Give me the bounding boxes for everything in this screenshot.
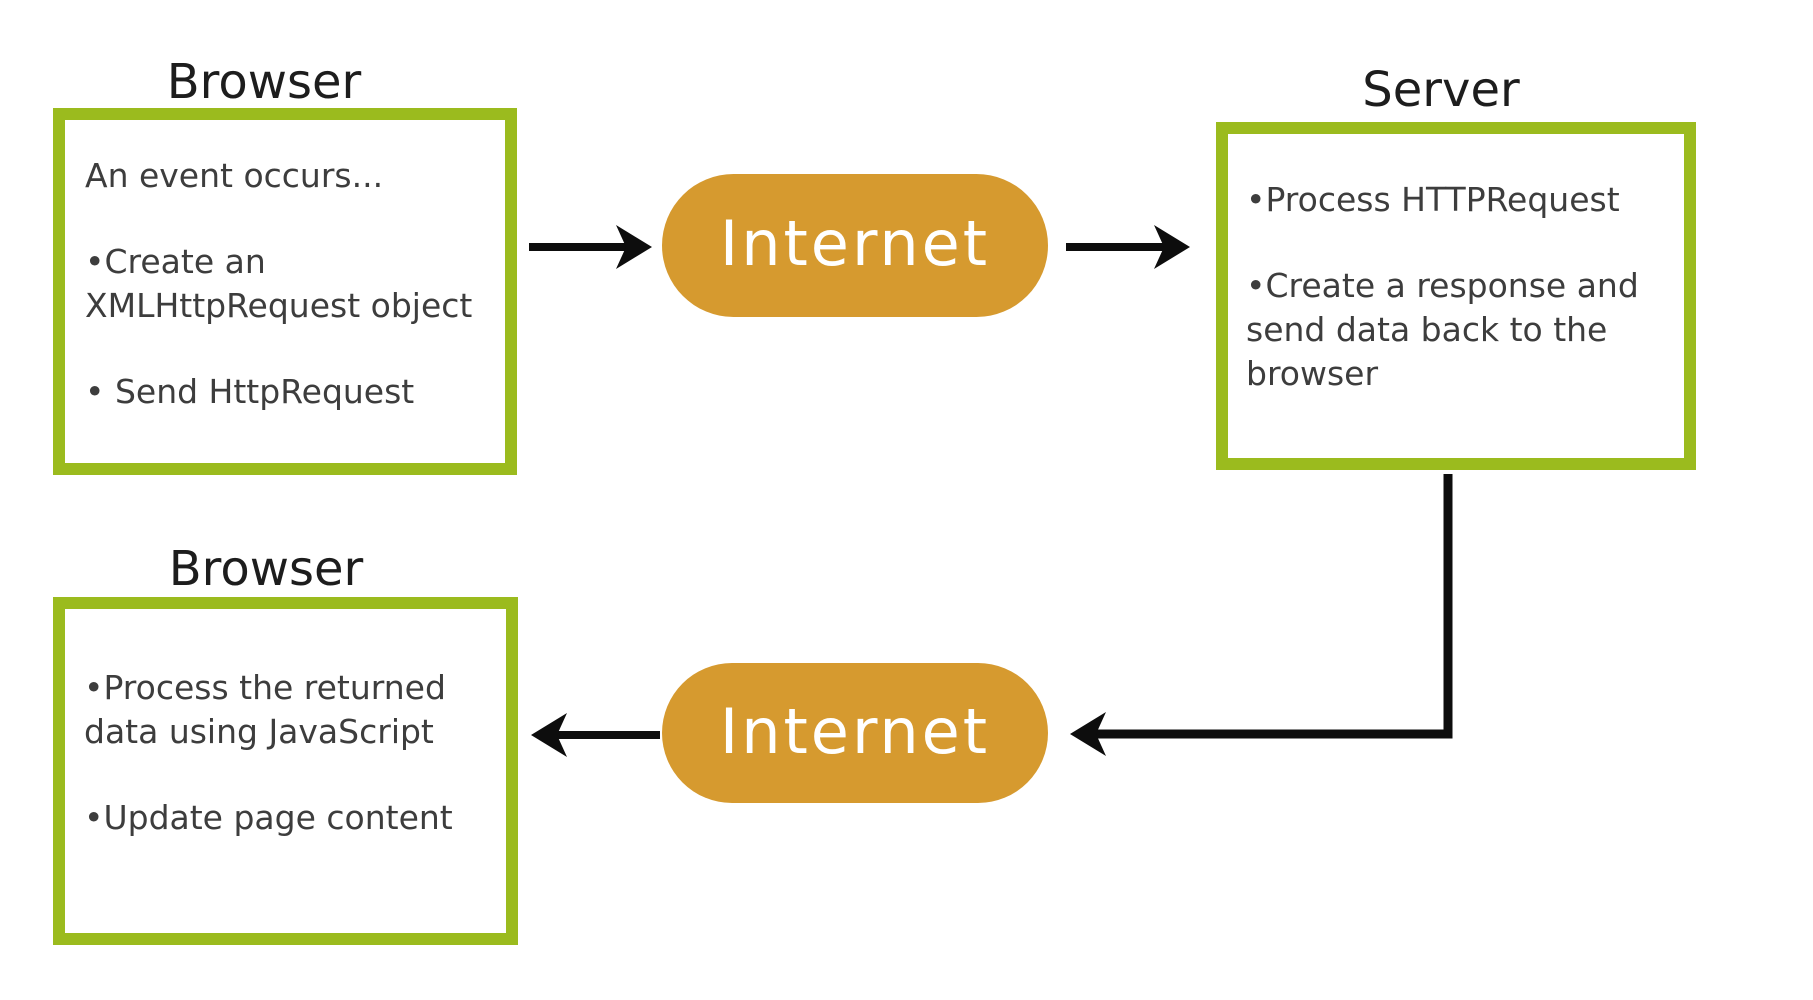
- box-text-line: •Process the returned: [84, 668, 446, 707]
- box-text-line: data using JavaScript: [84, 712, 434, 751]
- server-box-content: •Process HTTPRequest •Create a response …: [1228, 134, 1684, 458]
- arrow-internet-to-browser: [531, 713, 660, 757]
- connector-server-to-internet: [1070, 474, 1453, 756]
- box-text-line: •Process HTTPRequest: [1246, 180, 1620, 219]
- box-text-line: browser: [1246, 354, 1379, 393]
- internet-node-top: Internet: [662, 174, 1048, 317]
- box-text-line: •Create an: [85, 242, 266, 281]
- internet-node-bottom-label: Internet: [719, 694, 991, 768]
- browser-response-box-content: •Process the returned data using JavaScr…: [65, 609, 506, 933]
- server-box: •Process HTTPRequest •Create a response …: [1216, 122, 1696, 470]
- browser-response-box: •Process the returned data using JavaScr…: [53, 597, 518, 945]
- browser-request-box-content: An event occurs... •Create an XMLHttpReq…: [65, 120, 505, 463]
- box-text-line: An event occurs...: [85, 156, 384, 195]
- arrow-internet-to-server: [1066, 225, 1190, 269]
- internet-node-top-label: Internet: [719, 207, 991, 280]
- arrow-browser-to-internet: [529, 225, 652, 269]
- browser-request-box: An event occurs... •Create an XMLHttpReq…: [53, 108, 517, 475]
- server-title: Server: [1362, 62, 1520, 118]
- box-text-line: send data back to the: [1246, 310, 1608, 349]
- browser-request-title: Browser: [166, 54, 362, 110]
- box-text-line: XMLHttpRequest object: [85, 286, 473, 325]
- box-text-line: • Send HttpRequest: [85, 372, 415, 411]
- box-text-line: •Update page content: [84, 798, 453, 837]
- internet-node-bottom: Internet: [662, 663, 1048, 803]
- box-text-line: •Create a response and: [1246, 266, 1639, 305]
- browser-response-title: Browser: [168, 541, 364, 597]
